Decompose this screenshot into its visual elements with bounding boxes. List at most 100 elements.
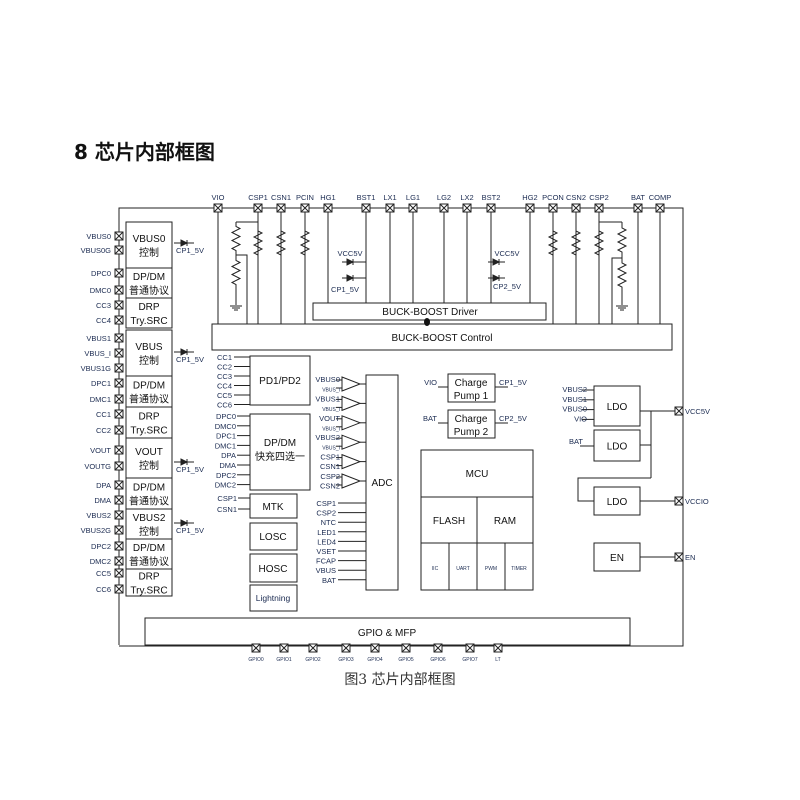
pin-cross-icon bbox=[114, 556, 124, 566]
adc-input-label: NTC bbox=[321, 518, 337, 527]
en-label: EN bbox=[610, 553, 624, 564]
top-pin-label: VIO bbox=[212, 193, 225, 202]
left-block-line1: VOUT bbox=[135, 447, 163, 458]
pin-cross-icon bbox=[548, 203, 558, 213]
dpdm-label: DP/DM bbox=[264, 438, 296, 449]
dpdm-select-block bbox=[249, 413, 311, 491]
ldo-label: LDO bbox=[607, 497, 628, 508]
top-pin-hg2 bbox=[525, 203, 535, 213]
adc-input-label: LED1 bbox=[317, 528, 336, 537]
right-pin-vcc5v bbox=[674, 406, 684, 416]
top-pin-lx1 bbox=[385, 203, 395, 213]
pin-cross-icon bbox=[114, 363, 124, 373]
pin-cross-icon bbox=[370, 643, 380, 653]
pin-cross-icon bbox=[486, 203, 496, 213]
top-pin-label: LX2 bbox=[460, 193, 473, 202]
section-title: 8 芯片内部框图 bbox=[74, 140, 215, 164]
dpdm-label2: 快充四选一 bbox=[255, 450, 305, 463]
cp-label2: Pump 1 bbox=[454, 391, 489, 402]
left-block bbox=[125, 568, 173, 597]
left-pin-vout bbox=[114, 445, 124, 455]
left-pin-vbus0 bbox=[114, 231, 124, 241]
left-block-line2: 普通协议 bbox=[129, 495, 169, 508]
top-pin-label: LX1 bbox=[383, 193, 396, 202]
adc-block bbox=[365, 374, 399, 591]
peripheral-label: TIMER bbox=[511, 566, 527, 572]
amp-input-label: VOUT bbox=[319, 414, 340, 423]
left-pin-label: DPA bbox=[96, 481, 111, 490]
wire bbox=[577, 477, 651, 502]
adc-input-label: VBUS bbox=[316, 566, 336, 575]
hosc-block bbox=[249, 553, 298, 583]
pin-cross-icon bbox=[465, 643, 475, 653]
cp-in-label: VIO bbox=[424, 378, 437, 387]
control-label: BUCK-BOOST Control bbox=[392, 333, 493, 344]
vcc5v-label: VCC5V bbox=[337, 249, 362, 258]
top-pin-label: COMP bbox=[649, 193, 672, 202]
pin-cross-icon bbox=[401, 643, 411, 653]
left-pin-vbus0g bbox=[114, 245, 124, 255]
left-pin-label: DMC1 bbox=[90, 395, 111, 404]
right-pin-en bbox=[674, 552, 684, 562]
dpdm-input-label: DMC1 bbox=[215, 441, 236, 450]
gpio-pin-label: GPIO0 bbox=[248, 657, 264, 663]
cp1-5v-label: CP1_5V bbox=[331, 285, 359, 294]
cp-in-label: BAT bbox=[423, 414, 437, 423]
left-block-line2: 普通协议 bbox=[129, 393, 169, 406]
pin-cross-icon bbox=[114, 495, 124, 505]
hosc-label: HOSC bbox=[259, 564, 288, 575]
pin-cross-icon bbox=[114, 568, 124, 578]
left-pin-cc3 bbox=[114, 300, 124, 310]
left-block-line2: Try.SRC bbox=[130, 426, 167, 437]
left-pin-label: DPC1 bbox=[91, 379, 111, 388]
left-block bbox=[125, 538, 173, 570]
charge-pump-1 bbox=[447, 373, 496, 403]
amp-input-label: VBUS_I bbox=[322, 388, 340, 394]
pd-input-label: CC2 bbox=[217, 363, 232, 372]
pin-cross-icon bbox=[674, 406, 684, 416]
pin-cross-icon bbox=[114, 378, 124, 388]
pin-cross-icon bbox=[439, 203, 449, 213]
gpio-pin-label: GPIO3 bbox=[338, 657, 354, 663]
amp-input-label: VBUS_I bbox=[322, 407, 340, 413]
resistor-icon bbox=[547, 218, 559, 268]
left-pin-label: CC5 bbox=[96, 569, 111, 578]
left-pin-dpc1 bbox=[114, 378, 124, 388]
top-pin-csn1 bbox=[276, 203, 286, 213]
top-pin-lg2 bbox=[439, 203, 449, 213]
gpio-mfp-block bbox=[144, 617, 631, 646]
cp-label1: Charge bbox=[455, 378, 488, 389]
amp-input-label: VBUS2 bbox=[315, 433, 340, 442]
left-pin-dmc2 bbox=[114, 556, 124, 566]
left-pin-label: CC1 bbox=[96, 410, 111, 419]
ldo-input-label: VBUS0 bbox=[562, 405, 587, 414]
left-pin-label: VBUS2 bbox=[86, 511, 111, 520]
amplifier-icon bbox=[341, 395, 362, 412]
left-block-line1: DRP bbox=[138, 302, 159, 313]
left-pin-label: VBUS_I bbox=[84, 349, 111, 358]
left-block-line1: DP/DM bbox=[133, 483, 165, 494]
gpio-pin-gpio4 bbox=[370, 643, 380, 653]
amplifier-icon bbox=[341, 473, 362, 489]
pin-cross-icon bbox=[308, 643, 318, 653]
left-block-line1: DP/DM bbox=[133, 543, 165, 554]
left-block-line1: DRP bbox=[138, 572, 159, 583]
pin-cross-icon bbox=[674, 496, 684, 506]
peripheral-label: IIC bbox=[432, 566, 439, 572]
mtk-input-label: CSN1 bbox=[217, 505, 237, 514]
gpio-pin-label: GPIO6 bbox=[430, 657, 446, 663]
left-block-line2: 控制 bbox=[139, 459, 159, 472]
left-pin-cc1 bbox=[114, 409, 124, 419]
pin-cross-icon bbox=[114, 541, 124, 551]
gpio-pin-label: GPIO2 bbox=[305, 657, 321, 663]
pin-cross-icon bbox=[525, 203, 535, 213]
ldo-input-label: VIO bbox=[574, 414, 587, 423]
left-pin-label: CC3 bbox=[96, 301, 111, 310]
left-pin-cc6 bbox=[114, 584, 124, 594]
top-pin-label: BAT bbox=[631, 193, 645, 202]
left-pin-label: VBUS2G bbox=[81, 526, 112, 535]
pin-cross-icon bbox=[594, 203, 604, 213]
pin-cross-icon bbox=[114, 300, 124, 310]
top-pin-csn2 bbox=[571, 203, 581, 213]
peripheral-label: PWM bbox=[485, 566, 497, 572]
